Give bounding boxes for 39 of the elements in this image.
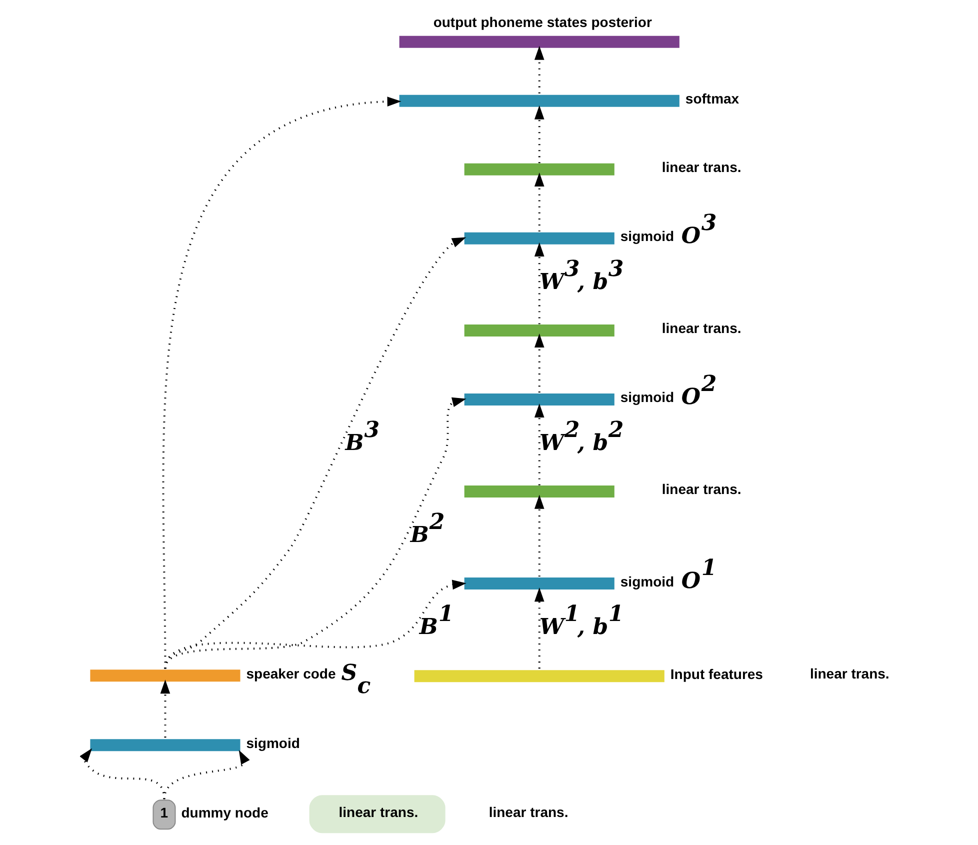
node-label: sigmoid [620,228,674,244]
node-label: output phoneme states posterior [432,14,652,30]
node-bar [464,394,614,406]
node-label: softmax [684,90,739,107]
node-label: dummy node [180,804,268,820]
label: linear trans. [661,159,741,176]
node-bar [464,486,614,498]
arrow [164,580,466,669]
node-bar [464,578,614,590]
arrow [534,588,544,669]
node-label: Input features [670,666,762,682]
arrow [534,334,544,392]
arrow [160,680,170,738]
label: linear trans. [809,665,889,682]
node-label: sigmoid [620,389,674,406]
arrow [164,397,466,669]
node-bar [90,670,240,682]
node-bar [398,36,679,48]
node-label: sigmoid [246,734,300,751]
node-label: speaker code [246,665,336,682]
label: linear trans. [661,320,741,336]
node-bar [398,94,679,107]
node-box: linear trans. [308,795,445,834]
arrow [534,242,544,324]
label: linear trans. [488,804,568,820]
node-bar [90,739,240,752]
label: linear trans. [661,481,741,498]
arrow [162,750,250,800]
node-bar [464,232,614,244]
node-label: sigmoid [620,573,674,590]
arrow [534,494,544,577]
arrow [164,237,466,669]
arrow [534,105,544,164]
arrow [534,403,544,486]
node-bar [464,163,614,176]
arrow [534,46,544,94]
node-bar [464,324,614,336]
node-bar [414,670,664,682]
arrow [534,172,544,232]
